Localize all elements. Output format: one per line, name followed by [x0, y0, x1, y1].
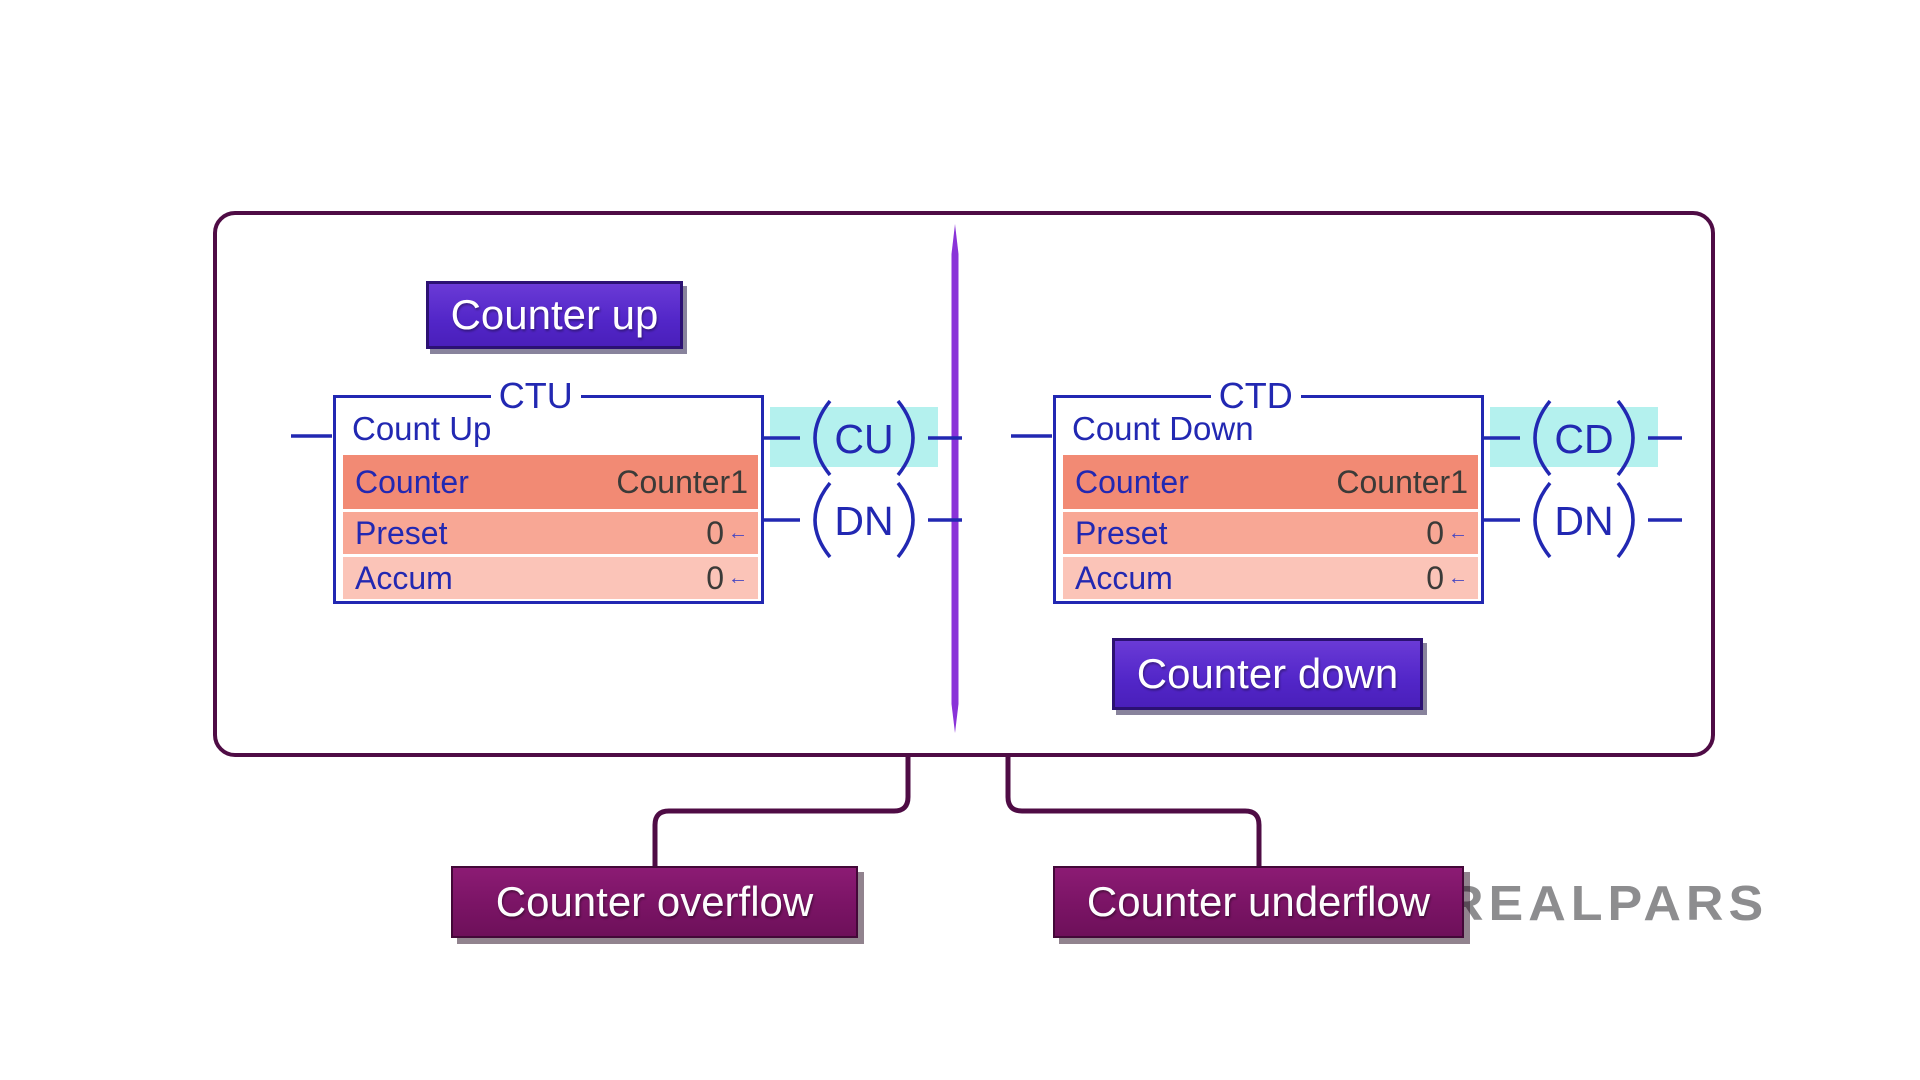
ctu-preset-label: Preset: [355, 514, 448, 551]
ctu-accum-label: Accum: [355, 559, 453, 596]
ctd-block: CTD Count Down Counter Counter1 Preset 0…: [1053, 376, 1484, 604]
cd-coil-symbol: CD: [1484, 399, 1682, 477]
ctu-row-preset: Preset 0←: [343, 512, 758, 554]
ctu-counter-value: Counter1: [616, 463, 748, 500]
cd-coil-label: CD: [1554, 416, 1613, 462]
ctu-accum-number: 0: [706, 559, 724, 596]
cu-coil-label: CU: [834, 416, 893, 462]
ctu-accum-value: 0←: [706, 560, 748, 597]
ctd-preset-label: Preset: [1075, 514, 1168, 551]
ctu-dn-coil-symbol: DN: [764, 481, 962, 559]
counter-up-label: Counter up: [426, 281, 683, 349]
ctd-instruction: Count Down: [1072, 410, 1254, 447]
realpars-logo: REALPARS: [1446, 876, 1769, 932]
ctu-accum-arrow-icon: ←: [728, 567, 748, 589]
ctd-row-preset: Preset 0←: [1063, 512, 1478, 554]
ctd-block-title: CTD: [1210, 376, 1301, 416]
ctd-accum-value: 0←: [1426, 560, 1468, 597]
ctu-parameter-rows: Counter Counter1 Preset 0← Accum 0←: [343, 455, 758, 599]
ctu-preset-value: 0←: [706, 515, 748, 552]
counter-underflow-label: Counter underflow: [1053, 866, 1464, 938]
ctd-counter-value: Counter1: [1336, 463, 1468, 500]
ctd-preset-value: 0←: [1426, 515, 1468, 552]
ctd-accum-label: Accum: [1075, 559, 1173, 596]
ctu-instruction: Count Up: [352, 410, 492, 447]
counter-overflow-label: Counter overflow: [451, 866, 858, 938]
overflow-connector: [652, 754, 911, 867]
ctu-row-accum: Accum 0←: [343, 557, 758, 599]
cu-coil-symbol: CU: [764, 399, 962, 477]
ctu-preset-number: 0: [706, 514, 724, 551]
ctd-counter-label: Counter: [1075, 463, 1189, 500]
diagram-frame: [213, 211, 1715, 757]
ctu-counter-label: Counter: [355, 463, 469, 500]
ctd-accum-number: 0: [1426, 559, 1444, 596]
ctd-row-accum: Accum 0←: [1063, 557, 1478, 599]
ctd-row-counter: Counter Counter1: [1063, 455, 1478, 509]
ctu-row-counter: Counter Counter1: [343, 455, 758, 509]
ctd-accum-arrow-icon: ←: [1448, 567, 1468, 589]
ctd-dn-coil-label: DN: [1554, 498, 1613, 544]
underflow-connector: [1005, 754, 1262, 867]
ctd-preset-arrow-icon: ←: [1448, 522, 1468, 544]
ctu-preset-arrow-icon: ←: [728, 522, 748, 544]
ctd-preset-number: 0: [1426, 514, 1444, 551]
ctd-dn-coil-symbol: DN: [1484, 481, 1682, 559]
ctu-block-title: CTU: [490, 376, 581, 416]
ctu-dn-coil-label: DN: [834, 498, 893, 544]
ctu-block: CTU Count Up Counter Counter1 Preset 0← …: [333, 376, 764, 604]
counter-down-label: Counter down: [1112, 638, 1423, 710]
ctd-parameter-rows: Counter Counter1 Preset 0← Accum 0←: [1063, 455, 1478, 599]
